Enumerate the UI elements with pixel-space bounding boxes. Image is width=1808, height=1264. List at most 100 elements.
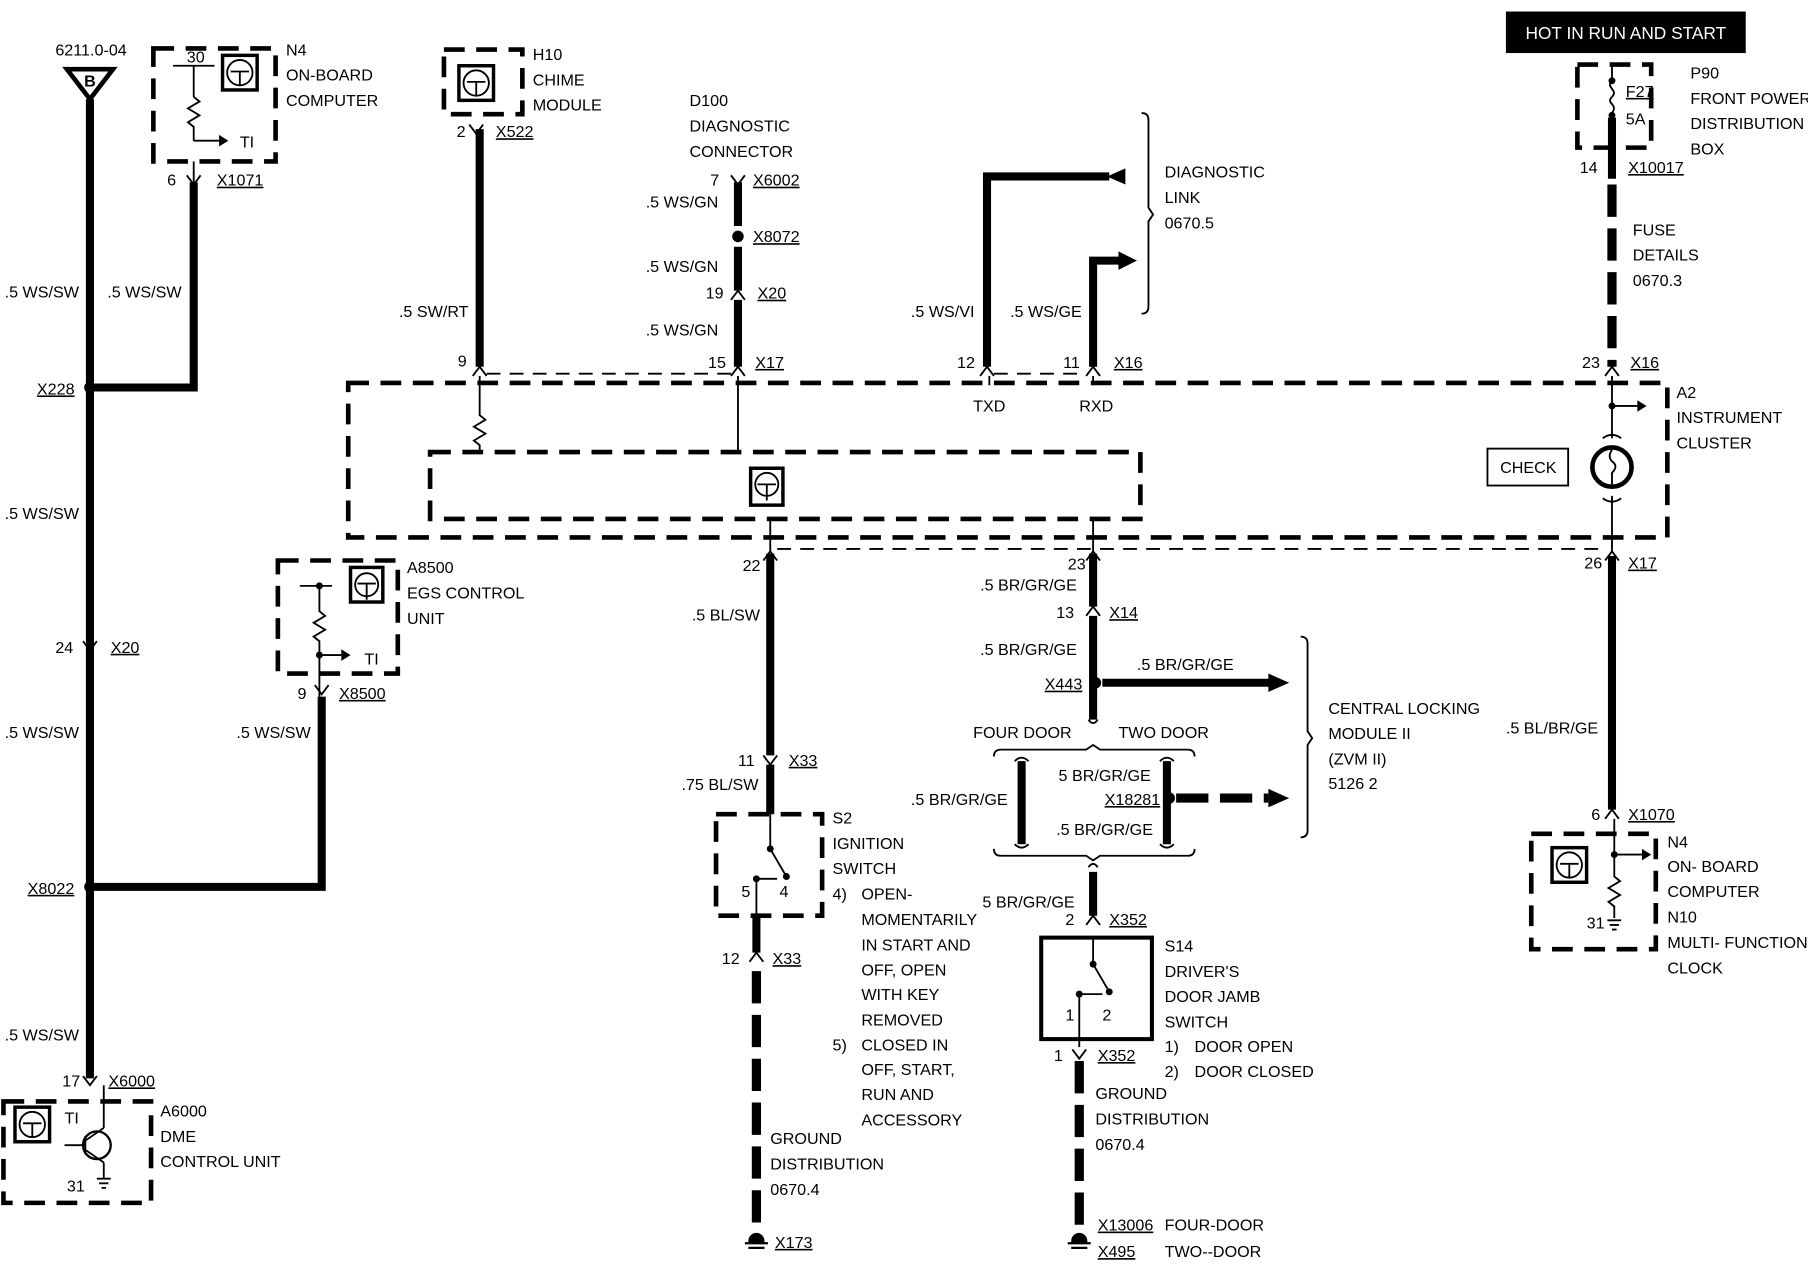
component-name: BOX [1690,141,1724,159]
n4-onboard-computer-top: 30 TI 6 X1071 N4 ON-BOARD COMPUTER [151,41,378,190]
component-name: CLUSTER [1677,435,1752,453]
component-id: S14 [1165,937,1194,955]
zvm-bracket [1300,635,1314,839]
x20-label: X20 [111,639,140,657]
wire-label: .5 BL/BR/GE [1506,719,1599,737]
arrow-out-icon [1268,673,1290,692]
a8500-egs-control-unit: TI A8500 EGS CONTROL UNIT 9 X8500 [275,558,524,703]
note-text: DOOR CLOSED [1195,1063,1314,1081]
pin-30-label: 30 [187,48,205,66]
ref-label: 0670.4 [770,1181,819,1199]
pin-label: 26 [1584,555,1602,573]
ref-label: DISTRIBUTION [770,1155,884,1173]
component-id: A8500 [407,559,454,577]
component-name: DISTRIBUTION [1690,115,1804,133]
ti-label: TI [240,134,254,152]
wire-label: .5 WS/GE [1010,303,1082,321]
component-name: CONTROL UNIT [160,1153,280,1171]
pin-label: 23 [1068,556,1086,574]
fuse-icon [1609,80,1615,114]
wire-label: 5 BR/GR/GE [1059,767,1152,785]
contact-label: 2 [1102,1007,1111,1025]
ref-label: 0670.3 [1633,272,1682,290]
wire-label: .5 BR/GR/GE [980,576,1077,594]
pin-label: 31 [1587,914,1605,932]
pin-label: 31 [67,1177,85,1195]
x17-label: X17 [1628,555,1657,573]
x352-label: X352 [1098,1047,1136,1065]
x8022-label: X8022 [28,880,75,898]
pin-label: 17 [62,1072,80,1090]
component-name: MULTI- FUNCTION [1667,934,1807,952]
component-name: MODULE [533,97,602,115]
ref-label: (ZVM II) [1328,751,1386,769]
x13006-label: X13006 [1098,1217,1154,1235]
note-text: MOMENTARILY [861,911,977,929]
n4-branch-wire [92,182,198,392]
component-name: DRIVER'S [1165,963,1240,981]
ground-icon [744,1232,768,1250]
wire-label: .5 WS/SW [5,724,80,742]
diagnostic-link-bracket [1141,112,1155,315]
component-name: ON- BOARD [1667,858,1758,876]
note-text: OFF, START, [861,1061,954,1079]
note-text: WITH KEY [861,986,939,1004]
component-name: CONNECTOR [690,143,794,161]
note-number: 2) [1165,1063,1179,1081]
check-label: CHECK [1500,459,1557,477]
a2-instrument-cluster: CHECK A2 INSTRUMENT CLUSTER [345,375,1783,552]
two-door-label: TWO DOOR [1118,724,1208,742]
note-number: 4) [833,886,847,904]
ref-label: 0670.4 [1095,1136,1144,1154]
note-text: DOOR OPEN [1195,1038,1294,1056]
fuse-amps: 5A [1626,111,1646,129]
wire-label: .5 BL/SW [692,606,761,624]
bottom-bracket [993,848,1196,862]
x352-label: X352 [1109,911,1147,929]
control-module-icon [348,565,385,604]
cluster-processor-box [427,449,1143,522]
pin-label: 9 [458,353,467,371]
pin-label: 7 [710,172,719,190]
note-text: IN START AND [861,936,970,954]
txd-label: TXD [973,398,1005,416]
x6002-label: X6002 [753,172,800,190]
rxd-wire [1089,256,1121,367]
lamp-icon [1590,445,1634,489]
component-id: P90 [1690,64,1719,82]
pin-label: 14 [1580,159,1598,177]
note-text: CLOSED IN [861,1037,948,1055]
component-id: H10 [533,46,563,64]
arrow-icon [341,649,351,661]
wire-label: .5 WS/SW [236,724,311,742]
note-number: 5) [833,1037,847,1055]
x8500-label: X8500 [339,685,386,703]
splice-x443-icon [1089,676,1102,689]
wire-label: .5 WS/GN [646,258,719,276]
d100-diagnostic-connector: D100 DIAGNOSTIC CONNECTOR 7 X6002 [690,92,800,190]
p90-front-power-distribution-box: F27 5A P90 FRONT POWER DISTRIBUTION BOX … [1575,62,1808,177]
wire-label: .5 WS/GN [646,322,719,340]
n4-bus-line [172,64,215,97]
contact-label: 4 [779,883,788,901]
h10-chime-module: H10 CHIME MODULE 2 X522 [441,46,602,141]
ref-label: MODULE II [1328,725,1410,743]
wire-label: .5 BR/GR/GE [911,791,1008,809]
note-text: RUN AND [861,1086,934,1104]
wire-label: .5 WS/SW [107,284,182,302]
component-name: ON-BOARD [286,67,373,85]
cluster-feed [1611,375,1638,407]
wire-label: .5 BR/GR/GE [1137,656,1234,674]
note-number: 1) [1165,1038,1179,1056]
x6000-label: X6000 [108,1072,155,1090]
component-name: COMPUTER [1667,883,1759,901]
note-text: REMOVED [861,1011,943,1029]
ref-label: DETAILS [1633,247,1699,265]
x20-label: X20 [758,285,787,303]
component-name: FRONT POWER [1690,90,1808,108]
component-name: CLOCK [1667,959,1723,977]
component-name: INSTRUMENT [1677,409,1783,427]
bus-triangle-icon [62,66,118,103]
hot-in-run-and-start-banner: HOT IN RUN AND START [1505,11,1746,54]
component-id: N10 [1667,909,1697,927]
